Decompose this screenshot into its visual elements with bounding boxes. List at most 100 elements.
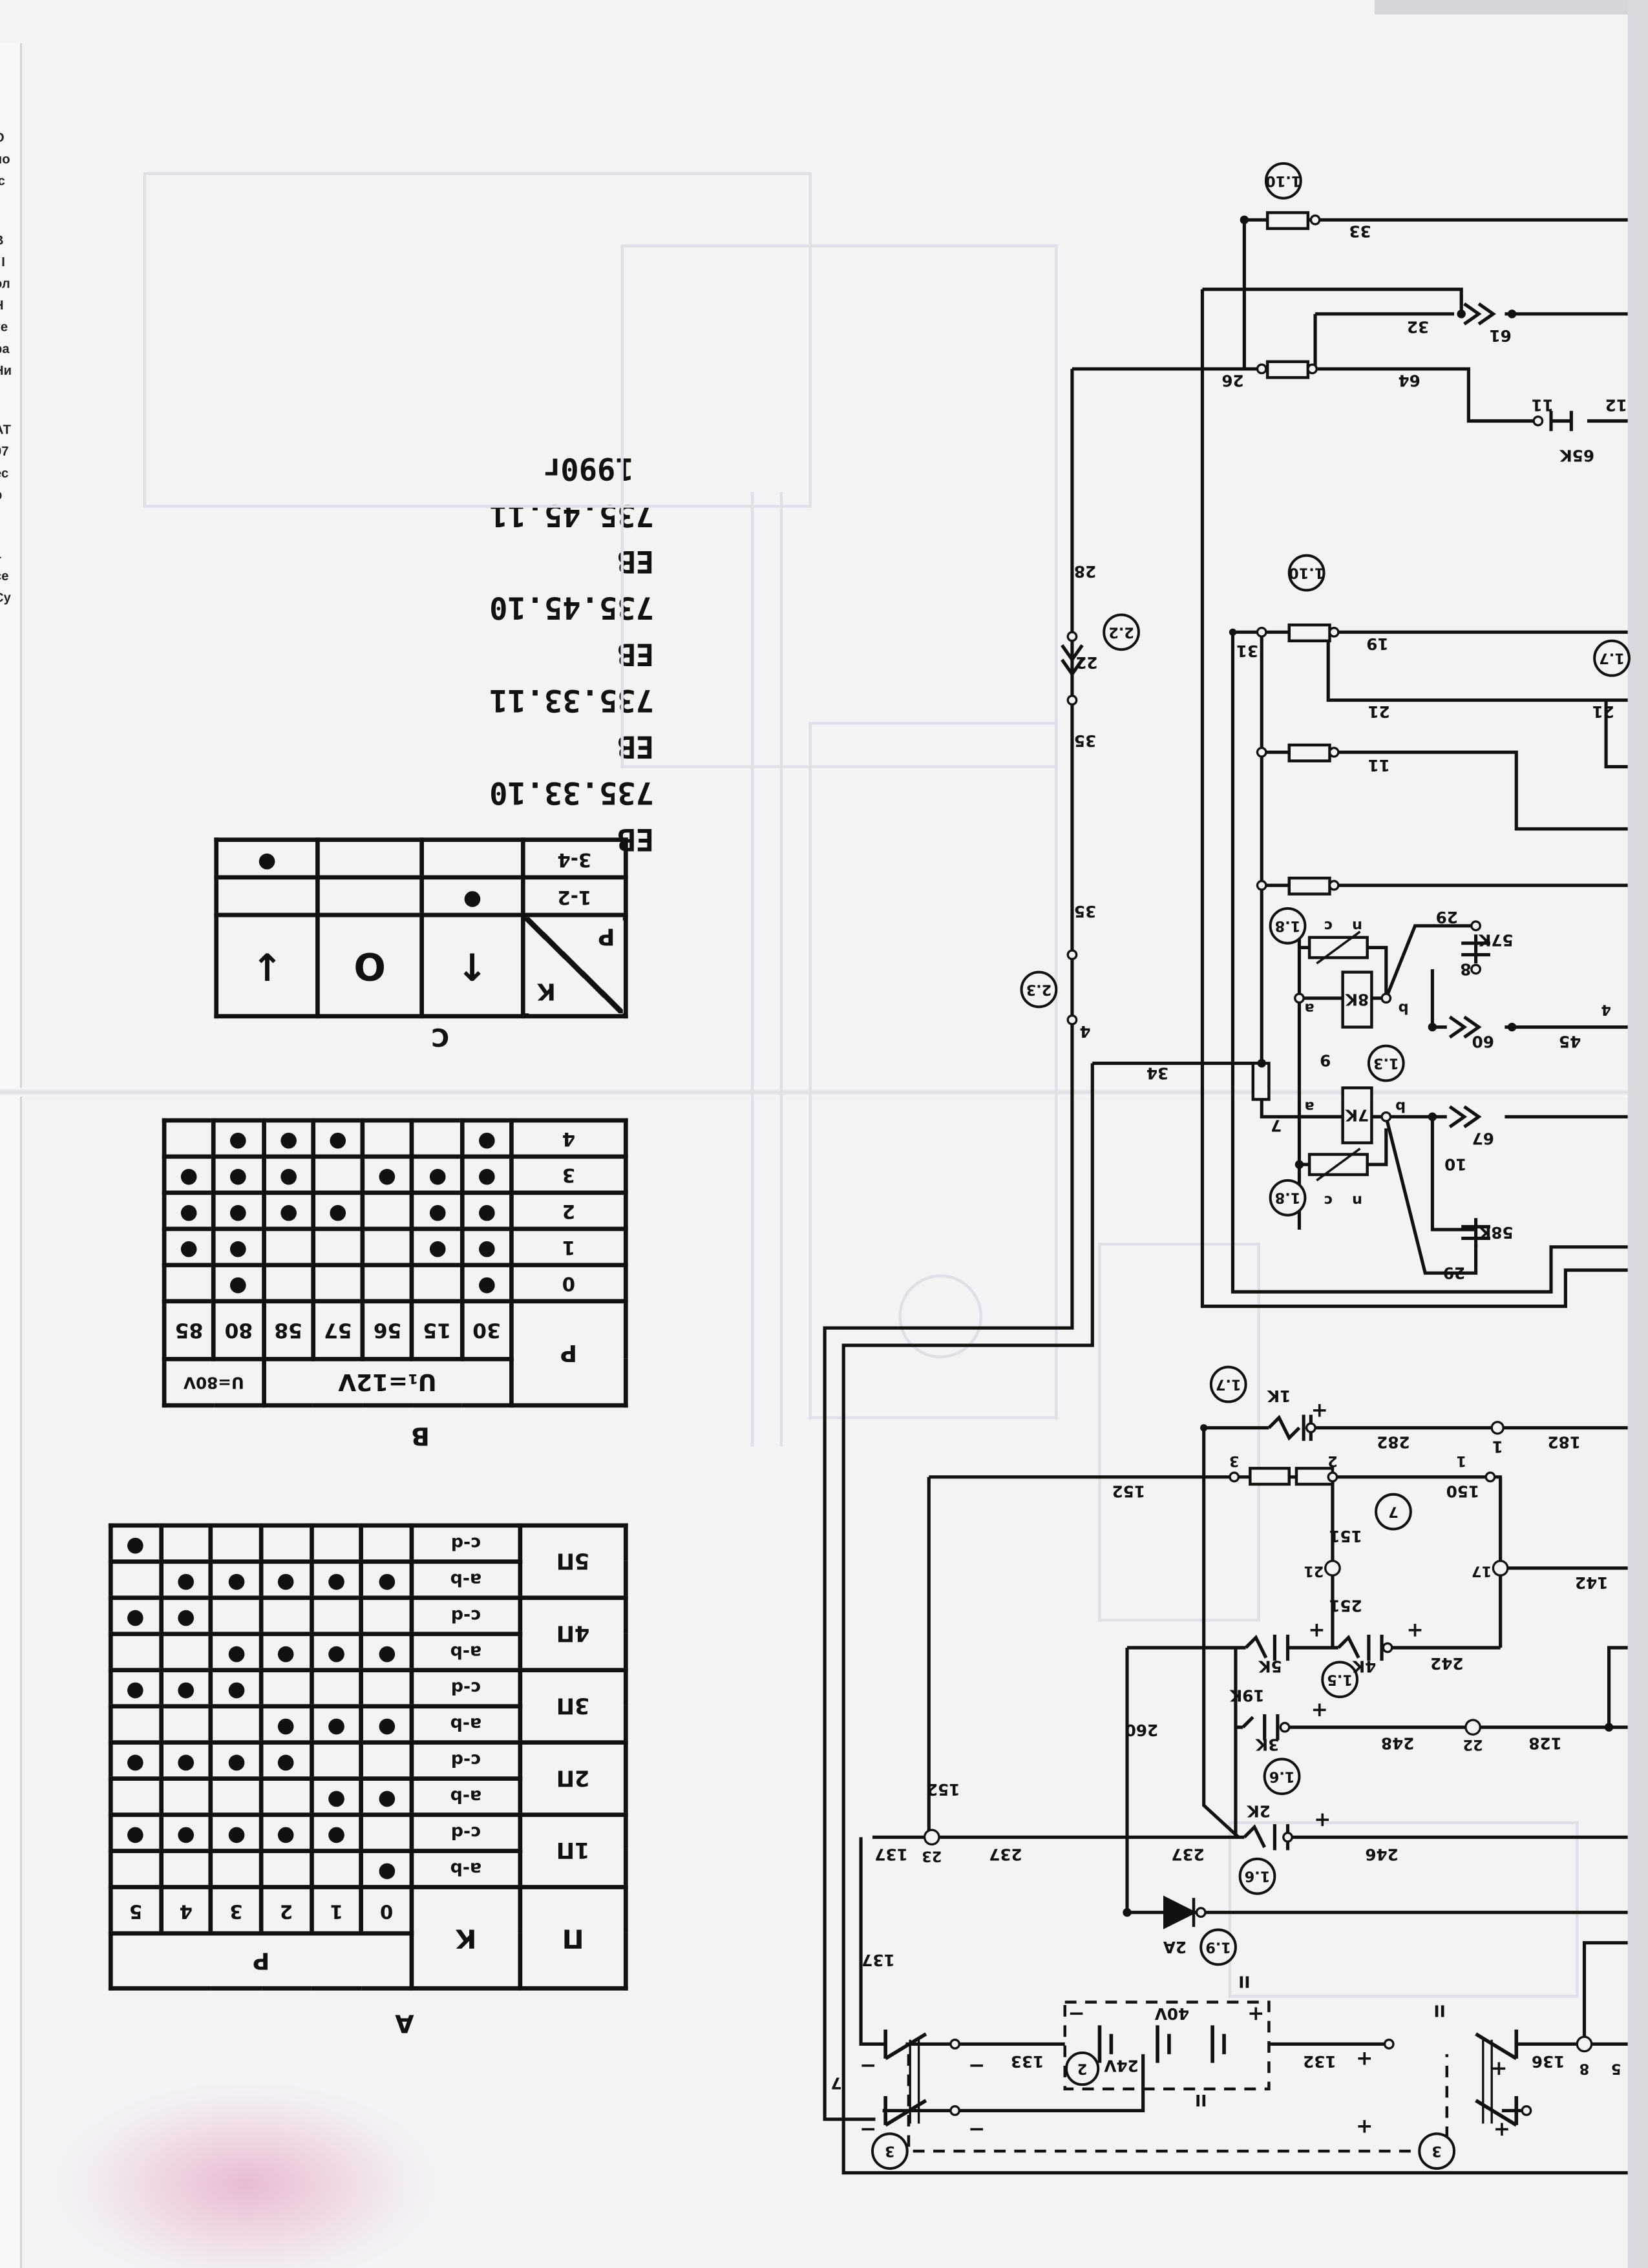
diode-label: 2A — [1163, 1938, 1187, 1957]
wire-number: 11 — [1368, 756, 1389, 775]
plus-sign: + — [1308, 1619, 1325, 1642]
fragment-text: Су — [0, 590, 11, 605]
contact-58k-icon — [1461, 1218, 1490, 1247]
connector-label: 22 — [1075, 653, 1097, 672]
minus-sign: − — [1068, 2002, 1085, 2025]
thermistor-slashes — [1316, 930, 1361, 1182]
terminal-label: n — [1352, 1192, 1362, 1209]
wire-number: 237 — [1171, 1845, 1204, 1864]
resistor-icon — [1294, 1467, 1335, 1486]
wire-number: 151 — [1329, 1527, 1362, 1546]
terminal-label: 17 — [1472, 1562, 1492, 1579]
component-label: 2K — [1247, 1801, 1271, 1820]
fragment-text: 1 — [0, 547, 20, 563]
fuse-icon — [1287, 743, 1331, 762]
component-label: 58K — [1478, 1223, 1513, 1242]
terminal-label: b — [1395, 1098, 1406, 1115]
battery-outline — [1063, 2000, 1271, 2091]
ink-stain — [58, 2083, 434, 2268]
terminal-label: 21 — [1304, 1562, 1324, 1579]
fuses — [1249, 211, 1373, 1486]
wire-number: 32 — [1407, 317, 1429, 336]
component-label: 7K — [1345, 1106, 1369, 1125]
terminal-label: 22 — [1463, 1736, 1483, 1753]
wire-number: 11 — [1531, 395, 1553, 414]
wire-number: 4 — [1080, 1022, 1091, 1041]
fuse-icon — [1287, 876, 1331, 896]
thermistor-icon — [1307, 936, 1369, 960]
ref-label: 1.7 — [1216, 1376, 1241, 1393]
wire-number: 12 — [1605, 395, 1627, 414]
ref-label: 7 — [1388, 1504, 1399, 1520]
relay-coil-8k-icon — [1341, 971, 1373, 1029]
plus-sign: + — [1356, 2115, 1373, 2138]
wire-number: 21 — [1592, 702, 1614, 721]
terminal-label: a — [1305, 1000, 1315, 1016]
component-label: 1K — [1267, 1387, 1291, 1405]
ref-label: 1.8 — [1275, 1190, 1301, 1206]
ref-label: 3 — [1431, 2143, 1442, 2159]
battery-label: 24V — [1104, 2057, 1138, 2075]
ref-label: 1.6 — [1269, 1768, 1295, 1785]
wire-number: 10 — [1444, 1155, 1466, 1174]
terminal-label: n — [1352, 918, 1362, 934]
wire-number: 33 — [1349, 222, 1371, 241]
ref-label: 3 — [885, 2143, 895, 2159]
wire-number: 142 — [1575, 1573, 1608, 1592]
fuse-icon — [1265, 360, 1310, 379]
wire-number: 128 — [1528, 1734, 1561, 1752]
plus-sign: + — [1406, 1619, 1423, 1642]
terminal-labels: 3 2 1 21 17 22 23 8 5 a b a b c n c n 4 — [922, 918, 1621, 2077]
contact-4k-icon — [1337, 1634, 1384, 1661]
wire-number: 182 — [1547, 1433, 1580, 1452]
wire-number: 251 — [1329, 1597, 1362, 1615]
wire-number: 7 — [830, 2074, 841, 2092]
fragment-text: Н — [0, 298, 20, 314]
wire-number: 282 — [1377, 1433, 1410, 1452]
battery-label: II — [1195, 2091, 1207, 2110]
connector-60-icon — [1448, 1015, 1482, 1039]
fragment-text: Ни — [0, 362, 12, 378]
polarity-marks: + − + + + + + + + + + − − − − — [860, 1399, 1510, 2141]
component-label: 5K — [1258, 1657, 1282, 1676]
contacts — [1061, 302, 1573, 1851]
ref-label: 1.9 — [1205, 1938, 1231, 1955]
wire-number: 26 — [1221, 371, 1243, 390]
wires — [823, 218, 1628, 2175]
ref-label: 2 — [1077, 2060, 1088, 2077]
wire-number: 34 — [1146, 1064, 1168, 1083]
connector-67-icon — [1448, 1105, 1482, 1129]
plus-sign: + — [1311, 1399, 1328, 1422]
fragment-text: се — [0, 568, 9, 583]
wire-number: 137 — [861, 1951, 894, 1969]
contact-2k-icon — [1243, 1824, 1290, 1851]
terminal-label: c — [1324, 1192, 1333, 1209]
component-label: 65K — [1559, 446, 1594, 465]
fragment-text: 07 — [0, 444, 9, 459]
terminal-label: 5 — [1611, 2060, 1622, 2077]
ref-label: 1.10 — [1289, 565, 1324, 582]
terminal-label: 8 — [1579, 2060, 1590, 2077]
terminal-label: a — [1305, 1098, 1315, 1115]
fragment-text: ес — [0, 465, 9, 481]
minus-sign: − — [860, 2054, 876, 2077]
reference-circles — [871, 162, 1631, 2170]
ref-label: 2.2 — [1108, 624, 1134, 640]
diode-icon — [1163, 1895, 1198, 1929]
ref-label: 2.3 — [1026, 981, 1052, 998]
component-label: 57K — [1478, 931, 1513, 950]
wire-number: 260 — [1125, 1721, 1158, 1739]
wire-number: 64 — [1398, 371, 1420, 390]
fragment-text: р — [0, 487, 20, 503]
wire-number: 242 — [1430, 1654, 1463, 1673]
dashed-groups — [907, 2000, 1449, 2153]
ref-label: 1.7 — [1599, 650, 1625, 667]
fragment-text: , I — [0, 255, 5, 269]
junction-dots — [1123, 215, 1614, 1917]
terminal-label: 2 — [1327, 1453, 1338, 1469]
plus-sign: + — [1356, 2047, 1373, 2070]
battery-label: II — [1238, 1973, 1250, 1991]
component-labels: 65K 57K 58K 8K 7K 1K 2K 3K 4K 5K 19K 61 … — [1075, 326, 1594, 2110]
wire-number: 136 — [1532, 2052, 1565, 2071]
